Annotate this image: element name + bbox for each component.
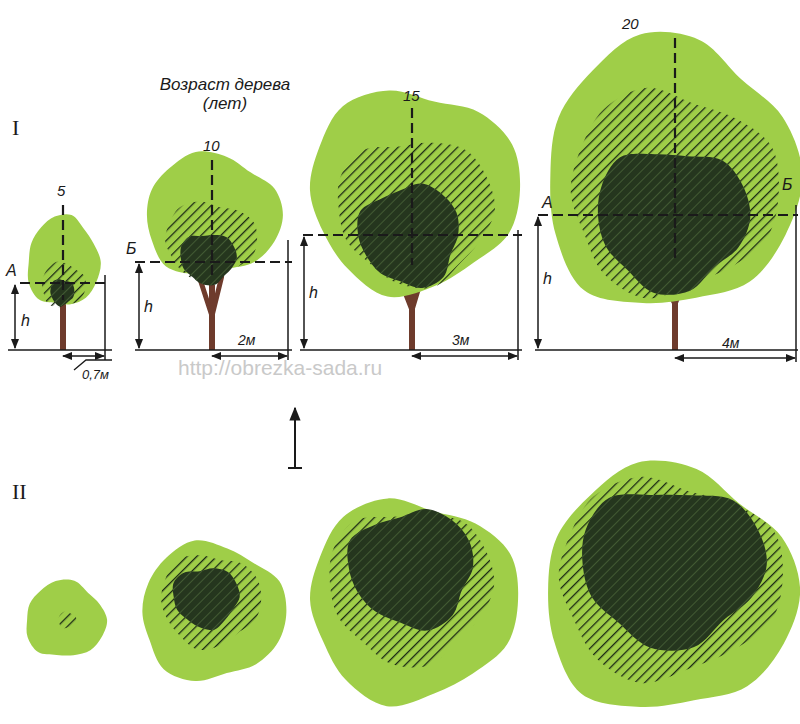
height-arrow [138, 264, 140, 348]
point-letter: А [542, 194, 553, 212]
plan-view [310, 498, 518, 706]
height-arrow [537, 217, 539, 348]
point-letter: Б [782, 176, 792, 194]
axis-line [135, 261, 292, 263]
tree [550, 32, 800, 350]
hatched-zone [161, 555, 261, 650]
view-arrow [294, 408, 296, 468]
tree-crown [310, 90, 520, 297]
dense-core [582, 494, 767, 650]
trunk [200, 277, 222, 350]
dense-core [180, 235, 236, 285]
side-views [28, 32, 800, 350]
axis-line [538, 214, 798, 216]
axis-title: Возраст дерева (лет) [150, 76, 300, 113]
age-number: 20 [622, 16, 639, 33]
extension-line [287, 240, 289, 360]
row-numeral: II [12, 480, 27, 504]
hatched-zone [559, 477, 783, 683]
ground-line [135, 349, 292, 351]
radius-dimension [63, 355, 104, 357]
hatched-zone [338, 143, 495, 289]
top-views [27, 461, 800, 708]
height-arrow [303, 237, 305, 348]
axis-line [211, 160, 213, 275]
axis-line [411, 108, 413, 265]
ground-line [8, 349, 112, 351]
plan-crown [310, 498, 518, 706]
core-hatching [173, 568, 240, 630]
dense-core [347, 509, 473, 631]
height-arrow [14, 285, 16, 348]
view-arrow-base [288, 467, 302, 469]
axis-line [674, 38, 676, 260]
hatched-zone [58, 611, 76, 628]
height-label: h [21, 312, 30, 330]
watermark: http://obrezka-sada.ru [178, 356, 382, 379]
dimension-label: 3м [452, 333, 469, 348]
plan-crown [548, 461, 800, 708]
tree [147, 151, 283, 350]
dimension-label: 4м [722, 336, 739, 351]
dimension-label: 0,7м [82, 368, 109, 382]
extension-line [795, 205, 797, 362]
age-number: 5 [57, 183, 65, 200]
axis-line [62, 205, 64, 300]
age-number: 15 [403, 88, 420, 105]
dimension-label: 2м [238, 333, 255, 348]
radius-dimension [675, 357, 795, 359]
extension-line [104, 275, 106, 360]
ground-line [535, 349, 798, 351]
point-letter: А [6, 262, 17, 280]
age-number: 10 [203, 138, 220, 155]
plan-crown [142, 540, 286, 681]
height-label: h [543, 270, 552, 288]
plan-crown [27, 580, 108, 656]
plan-view [142, 540, 286, 681]
core-hatching [180, 235, 236, 285]
tree [310, 90, 520, 350]
core-hatching [582, 494, 767, 650]
plan-view [27, 580, 108, 656]
point-letter: Б [126, 240, 136, 258]
plan-view [548, 461, 800, 708]
row-numeral: I [12, 116, 19, 140]
extension-line [517, 230, 519, 360]
core-hatching [347, 509, 473, 631]
height-label: h [144, 298, 153, 316]
height-label: h [309, 284, 318, 302]
dense-core [173, 568, 240, 630]
tree-crown [550, 32, 800, 303]
ground-line [300, 349, 522, 351]
radius-dimension [412, 355, 517, 357]
